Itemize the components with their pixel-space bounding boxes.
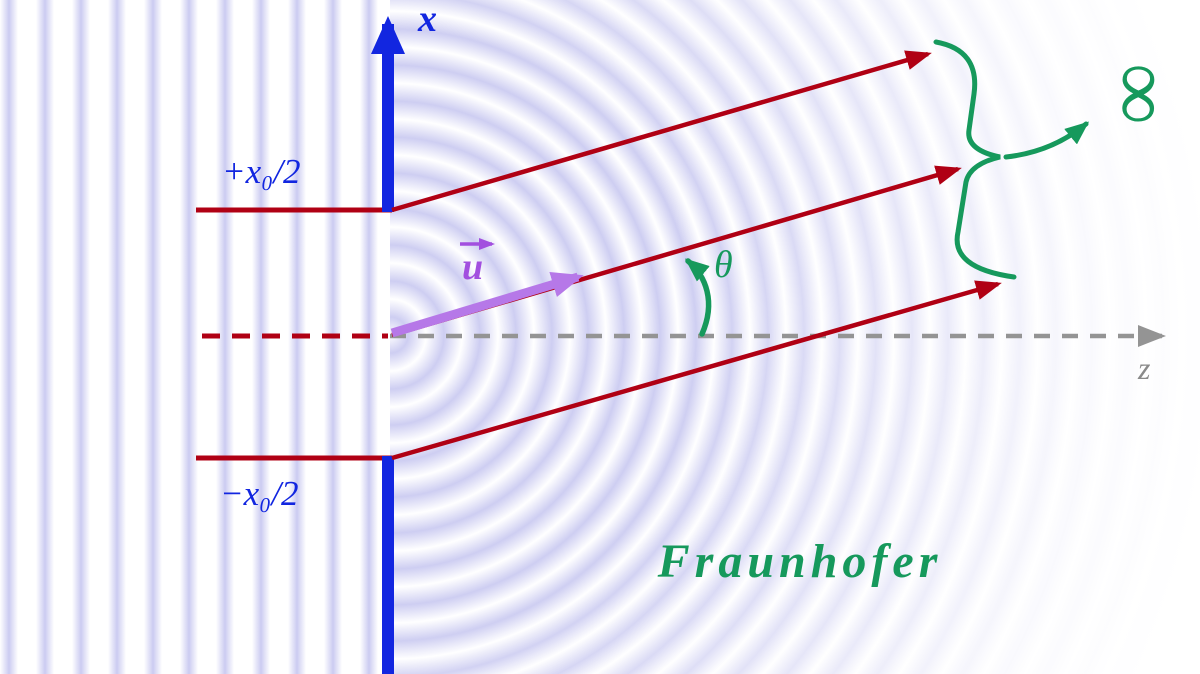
fraunhofer-regime-label: Fraunhofer bbox=[657, 535, 943, 588]
rays-grouping-brace bbox=[933, 39, 1017, 280]
wave-vector-arrow bbox=[390, 272, 584, 338]
wave-vector-label: u bbox=[462, 246, 484, 288]
slit-top-coordinate-label: +x₀/2 bbox=[222, 152, 301, 191]
infinity-symbol: ∞ bbox=[1095, 64, 1188, 124]
theta-angle-arc bbox=[684, 258, 712, 337]
brace-to-infinity-arrow bbox=[1003, 121, 1090, 160]
z-axis-label: z bbox=[1138, 350, 1151, 386]
x-axis-label: x bbox=[418, 0, 437, 40]
slit-bottom-coordinate-label: −x₀/2 bbox=[220, 474, 299, 513]
theta-angle-label: θ bbox=[714, 244, 733, 286]
diffracted-ray-bottom bbox=[391, 280, 1002, 461]
diffracted-ray-top bbox=[391, 50, 932, 213]
